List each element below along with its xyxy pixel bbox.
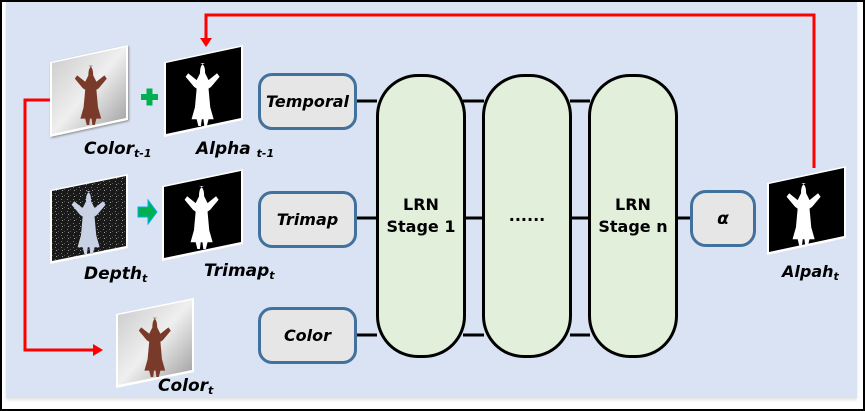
alpha-output-image — [767, 166, 846, 255]
depth-label: Deptht — [84, 264, 148, 285]
trimap-image — [162, 169, 243, 261]
alpha-output-box: α — [690, 190, 756, 247]
color-prev-label: Colort-1 — [84, 139, 152, 160]
plus-icon — [141, 88, 158, 106]
temporal-box: Temporal — [258, 73, 357, 130]
feedback-arrow-color — [23, 98, 103, 356]
trimap-box: Trimap — [258, 191, 357, 248]
trimap-label: Trimapt — [204, 261, 275, 282]
depth-image — [50, 174, 128, 264]
alpha-prev-image — [164, 45, 243, 137]
alpha-output-label: Alpaht — [782, 262, 839, 283]
color-cur-label: Colort — [158, 376, 214, 397]
connector-lines — [356, 99, 691, 337]
color-prev-image — [50, 45, 128, 137]
feedback-arrow-alpha — [200, 13, 816, 168]
arrow-right-icon — [137, 198, 158, 226]
lrn-stage-ellipsis: ...... — [482, 74, 572, 358]
alpha-prev-label: Alpha t-1 — [196, 139, 275, 160]
color-cur-image — [116, 298, 194, 388]
color-box: Color — [258, 307, 357, 364]
